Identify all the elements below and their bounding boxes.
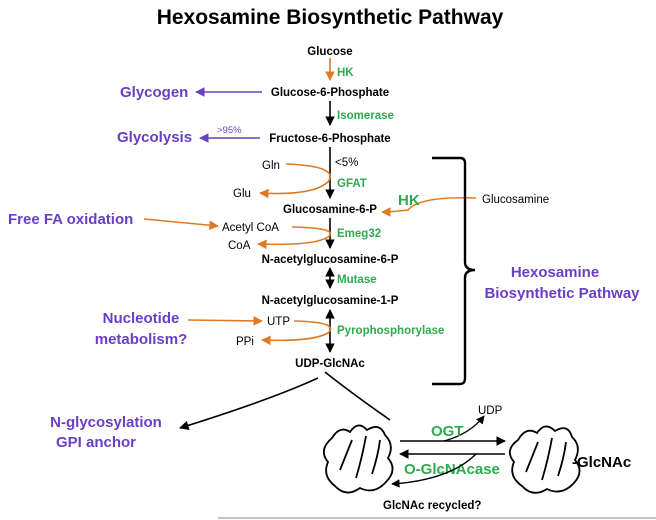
label-free-fa-oxidation: Free FA oxidation: [8, 211, 133, 228]
label-gpi-anchor: GPI anchor: [56, 434, 136, 451]
curve-acetylcoa-coa: [257, 226, 332, 250]
cofactor-udp: UDP: [478, 405, 503, 417]
arrow-nucleotide-utp: [187, 316, 263, 326]
hbp-bracket: [432, 156, 476, 386]
diagram-title: Hexosamine Biosynthetic Pathway: [157, 6, 504, 29]
protein-blob-right: [508, 425, 581, 494]
enzyme-emeg32: Emeg32: [337, 228, 381, 240]
enzyme-hk: HK: [337, 67, 354, 79]
arrow-ffa-acetylcoa: [143, 218, 219, 230]
cofactor-glucosamine: Glucosamine: [482, 194, 549, 206]
label-glycogen: Glycogen: [120, 84, 188, 101]
metabolite-f6p: Fructose-6-Phosphate: [269, 133, 390, 145]
enzyme-isomerase: Isomerase: [337, 110, 394, 122]
metabolite-glcnac6p: N-acetylglucosamine-6-P: [262, 254, 399, 266]
cofactor-utp: UTP: [267, 316, 290, 328]
cofactor-coa: CoA: [228, 240, 251, 252]
arrow-glcnac-recycled: [391, 453, 477, 488]
cofactor-glu: Glu: [233, 188, 251, 200]
enzyme-gfat: GFAT: [337, 178, 367, 190]
label-nucleotide-1: Nucleotide: [103, 310, 180, 327]
arrow-glucosamine-in: [381, 196, 477, 217]
metabolite-g6p: Glucose-6-Phosphate: [271, 87, 389, 99]
label-glcnac-modification: -GlcNAc: [572, 454, 631, 471]
label-glycolysis: Glycolysis: [117, 129, 192, 146]
label-pct-low: <5%: [335, 157, 358, 169]
enzyme-oglcnacase: O-GlcNAcase: [404, 461, 500, 478]
cofactor-ppi: PPi: [236, 336, 254, 348]
cofactor-acetyl-coa: Acetyl CoA: [222, 222, 279, 234]
label-hbp-2: Biosynthetic Pathway: [484, 285, 640, 302]
cofactor-gln: Gln: [262, 160, 280, 172]
label-pct-high: >95%: [217, 125, 242, 136]
label-hbp-1: Hexosamine: [511, 264, 599, 281]
label-glcnac-recycled: GlcNAc recycled?: [383, 500, 481, 512]
curve-gln-glu: [259, 163, 331, 199]
enzyme-hk-salvage: HK: [398, 192, 420, 209]
curve-udp-glcnac-to-ogt: [324, 371, 391, 421]
metabolite-glcnac1p: N-acetylglucosamine-1-P: [262, 295, 399, 307]
metabolite-udp-glcnac: UDP-GlcNAc: [295, 358, 365, 370]
metabolite-glcn6p: Glucosamine-6-P: [283, 204, 377, 216]
enzyme-ogt: OGT: [431, 423, 464, 440]
protein-blob-left: [322, 424, 394, 494]
label-nglycosylation: N-glycosylation: [50, 414, 162, 431]
enzyme-pyrophosphorylase: Pyrophosphorylase: [337, 325, 444, 337]
arrow-udp-release: [443, 415, 485, 442]
label-nucleotide-2: metabolism?: [95, 331, 188, 348]
arrow-to-nglycosylation: [179, 377, 319, 431]
metabolite-glucose: Glucose: [307, 46, 352, 58]
enzyme-mutase: Mutase: [337, 274, 377, 286]
curve-utp-ppi: [261, 320, 332, 346]
